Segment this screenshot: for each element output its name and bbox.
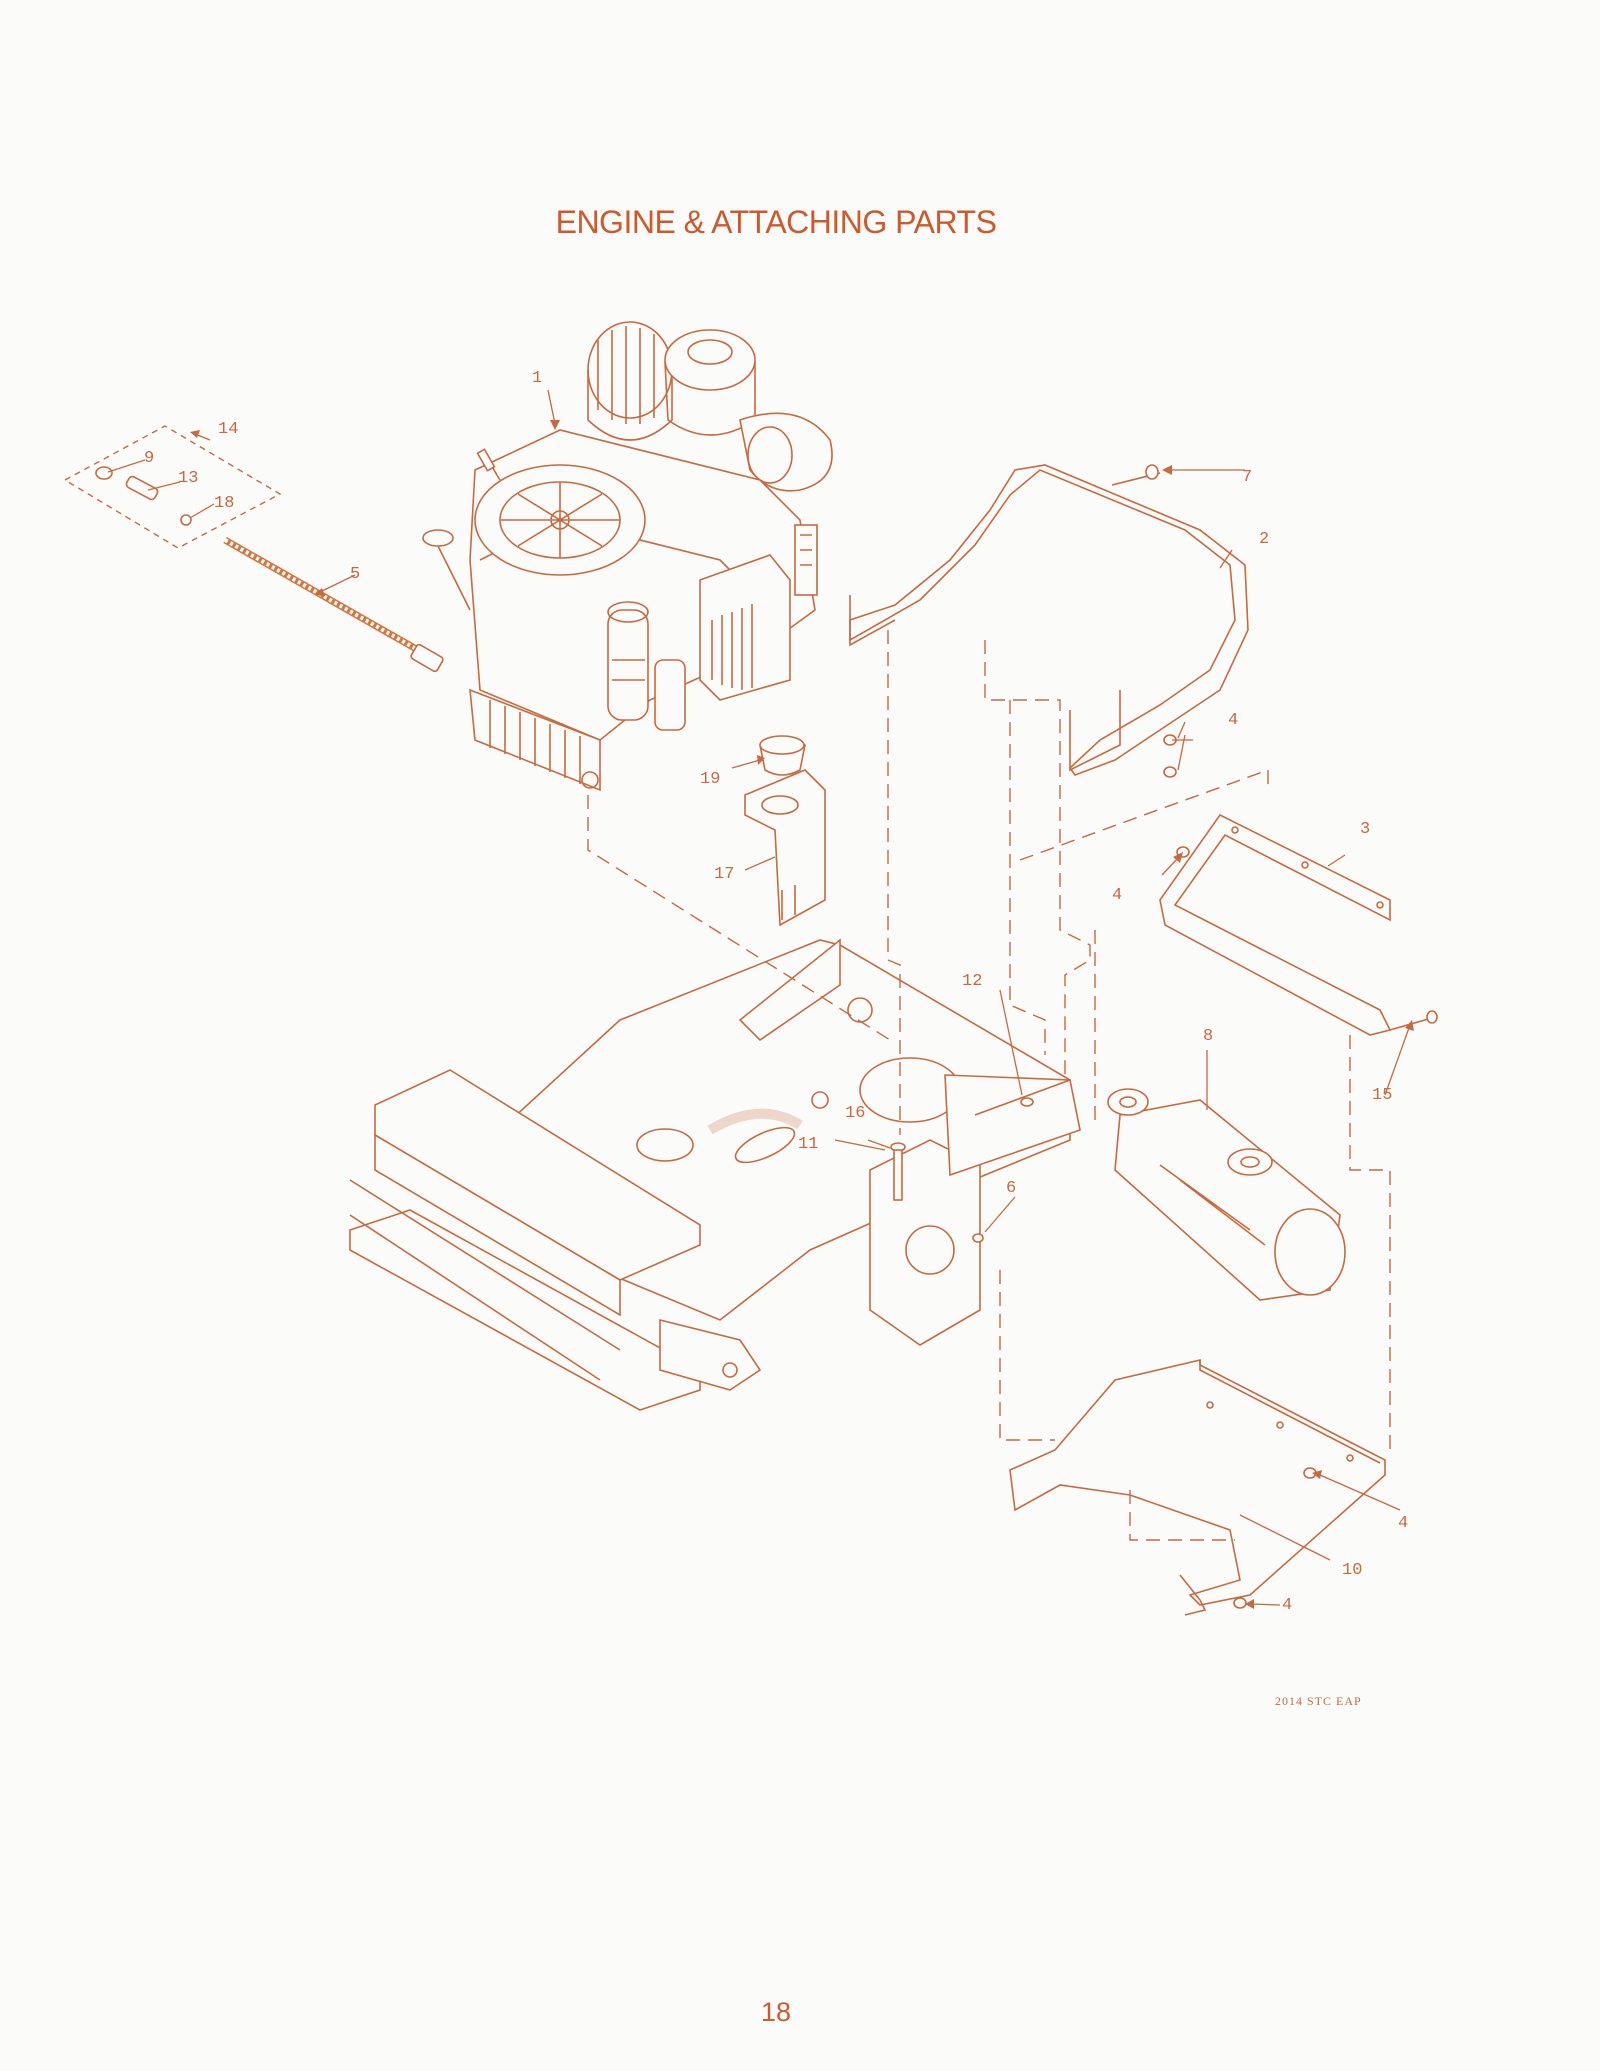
callout-10: 10 [1342,1561,1362,1580]
callout-13: 13 [178,469,198,488]
callout-16: 16 [845,1104,865,1123]
oil-drain-assembly [63,425,444,673]
callout-3: 3 [1360,820,1370,839]
callout-11: 11 [798,1135,818,1154]
page-number: 18 [760,1997,792,2027]
heat-shield-part-10 [1009,1358,1386,1616]
bracket-part-17 [744,735,826,927]
bracket-part-2 [849,464,1249,776]
callout-5: 5 [350,565,360,584]
chassis-frame [349,938,1081,1411]
callout-15: 15 [1372,1086,1392,1105]
page-title: ENGINE & ATTACHING PARTS [555,204,997,240]
callout-4-lower: 4 [1282,1596,1292,1615]
callout-19: 19 [700,770,720,789]
assembly-lines [587,630,1391,1541]
callout-14: 14 [218,420,238,439]
callout-7: 7 [1242,468,1252,487]
callout-1: 1 [532,369,542,388]
callout-9: 9 [144,449,154,468]
callout-4-shield: 4 [1112,886,1122,905]
drawing-code: 2014 STC EAP [1275,1694,1362,1708]
callout-labels: 1 2 3 4 4 4 4 5 6 7 8 9 10 11 12 13 14 1… [144,369,1408,1615]
muffler-part-8 [1107,1088,1346,1301]
leader-lines [107,389,1414,1609]
engine-assembly [422,321,833,792]
callout-6: 6 [1006,1179,1016,1198]
callout-4-bracket: 4 [1228,711,1238,730]
callout-4-lower-right: 4 [1398,1514,1408,1533]
callout-18: 18 [214,494,234,513]
callout-8: 8 [1203,1027,1213,1046]
callout-2: 2 [1259,530,1269,549]
callout-12: 12 [962,972,982,991]
heat-shield-part-3 [1159,813,1392,1036]
callout-17: 17 [714,865,734,884]
hardware-items [972,464,1438,1609]
